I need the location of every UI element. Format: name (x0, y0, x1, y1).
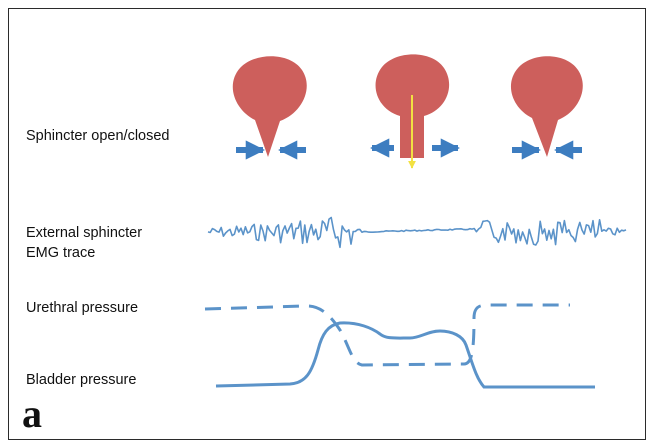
label-sphincter: Sphincter open/closed (26, 128, 170, 144)
urethral-pressure-trace (204, 303, 570, 367)
label-emg-line1: External sphincter (26, 225, 143, 241)
bladder-pressure-trace (215, 321, 595, 389)
bladder-closed-left-icon (232, 56, 307, 157)
label-emg-line2: EMG trace (26, 245, 96, 261)
label-bladder-pressure: Bladder pressure (26, 372, 137, 388)
panel-letter: a (22, 391, 42, 436)
emg-trace (207, 216, 627, 249)
bladder-closed-right-icon (510, 56, 583, 157)
label-urethral-pressure: Urethral pressure (26, 300, 139, 316)
